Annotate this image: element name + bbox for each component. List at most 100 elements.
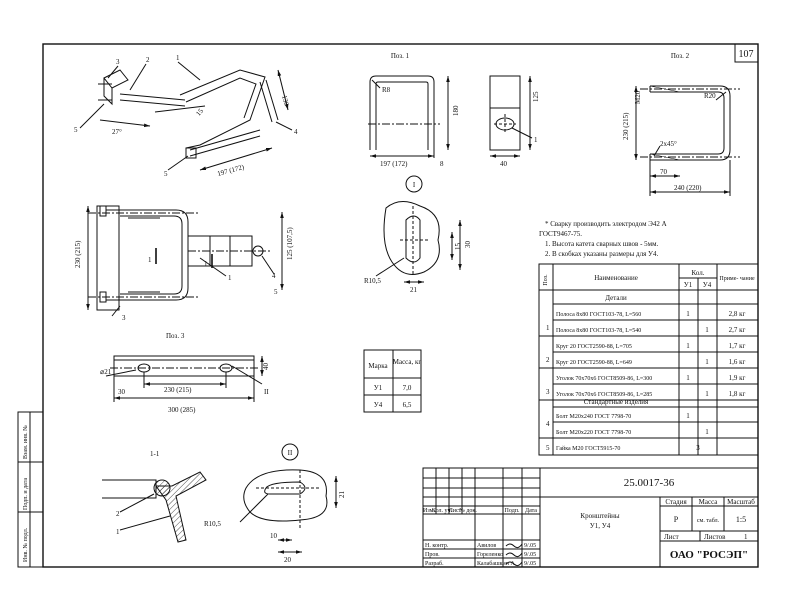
view-title-pos2: Поз. 2 <box>671 52 690 60</box>
dim-30-pos3: 30 <box>118 388 126 396</box>
dim-70: 70 <box>660 168 668 176</box>
tb-name-3: Калабашкин А. <box>477 560 517 567</box>
section-mark-1a: 1 <box>148 256 152 264</box>
spec-hdr-u4: У4 <box>703 281 712 289</box>
detail-i-view <box>375 201 462 284</box>
tb-name-1: Авилов <box>477 543 496 549</box>
callout-2-section: 2 <box>116 510 120 518</box>
dim-30: 30 <box>464 241 472 249</box>
callout-2: 2 <box>146 56 150 64</box>
spec-hdr-name: Наименование <box>594 274 638 282</box>
pos2-view <box>634 85 740 196</box>
tb-sheet-lbl: Лист <box>664 533 679 541</box>
dim-197-pos1: 197 (172) <box>380 160 408 168</box>
spec-rows: 1 Полоса 8х80 ГОСТ103-78, L=560 1 2,8 кг… <box>546 310 746 452</box>
pos1-view <box>368 75 533 158</box>
tb-sheets: 1 <box>744 533 748 541</box>
callout-1-section: 1 <box>116 528 120 536</box>
dim-230-front: 230 (215) <box>74 240 82 268</box>
view-title-pos1: Поз. 1 <box>391 52 410 60</box>
spec-row-6-note: 1,8 кг <box>729 390 746 398</box>
spec-row-4-note: 1,6 кг <box>729 358 746 366</box>
mass-hdr-massa: Масса, кг <box>393 358 422 366</box>
tb-stage: Р <box>674 515 679 524</box>
dim-8: 8 <box>440 160 444 168</box>
dim-197-iso: 197 (172) <box>216 163 245 178</box>
detail-ii-label: II <box>288 449 293 457</box>
tb-scale: 1:5 <box>736 515 746 524</box>
tb-col-kol: Кол. уч. <box>432 508 453 514</box>
spec-row-5-note: 1,9 кг <box>729 374 746 382</box>
stamp-inv-podl: Инв. № подл. <box>23 527 29 562</box>
tb-org: ОАО "РОСЭП" <box>670 549 748 561</box>
dim-angle-27: 27° <box>112 128 122 136</box>
tb-scale-hdr: Масштаб <box>727 498 755 506</box>
dim-21-det2: 21 <box>338 491 346 499</box>
spec-row-4-name: Круг 20 ГОСТ2590-88, L=649 <box>556 360 632 366</box>
tb-col-izm: Изм. <box>423 508 435 514</box>
detail-i-marker <box>405 175 423 193</box>
mass-row-u1-val: 7,0 <box>403 384 412 392</box>
dim-r105-det2: R10,5 <box>204 520 221 528</box>
mass-row-u1-name: У1 <box>374 384 383 392</box>
dim-40-pos3: 40 <box>262 363 270 371</box>
spec-row-5-name: Уголок 70х70х6 ГОСТ8509-86, L=300 <box>556 376 652 382</box>
note-line-3: 1. Высота катета сварных швов - 5мм. <box>545 240 659 248</box>
front-view <box>86 205 284 317</box>
callout-4: 4 <box>294 128 298 136</box>
tb-role-nkontr: Н. контр. <box>425 543 449 549</box>
section-mark-1b: 1 <box>204 260 208 268</box>
callout-1-pos1: 1 <box>534 136 538 144</box>
spec-row-1-u1: 1 <box>686 310 690 318</box>
dim-125: 125 <box>532 91 540 102</box>
tb-col-date: Дата <box>525 508 537 514</box>
mass-table <box>363 349 422 413</box>
spec-row-8-u4: 1 <box>705 428 709 436</box>
callout-II-pos3: II <box>264 388 269 396</box>
tb-date-1: 9/.05 <box>524 543 536 549</box>
view-title-pos3: Поз. 3 <box>166 332 185 340</box>
callout-5b: 5 <box>164 170 168 178</box>
tb-col-doc: № док. <box>459 508 477 514</box>
detail-ii-marker <box>281 443 299 461</box>
dim-230-pos3: 230 (215) <box>164 386 192 394</box>
spec-hdr-u1: У1 <box>684 281 693 289</box>
tb-name-2: Гореленко <box>477 552 503 558</box>
dim-chamfer: 2x45° <box>660 140 677 148</box>
callout-3: 3 <box>116 58 120 66</box>
sheet-number-box <box>734 43 759 63</box>
dim-240: 240 (220) <box>674 184 702 192</box>
stamp-podp-data: Подп. и дата <box>23 478 29 510</box>
spec-row-5-u1: 1 <box>686 374 690 382</box>
spec-row-7-pos: 4 <box>546 420 550 428</box>
callout-1: 1 <box>176 54 180 62</box>
callout-4-front: 4 <box>272 272 276 280</box>
tb-mass-hdr: Масса <box>699 498 719 506</box>
tb-stage-hdr: Стадия <box>665 498 687 506</box>
callout-1-front: 1 <box>228 274 232 282</box>
dim-230-pos2: 230 (215) <box>622 112 630 140</box>
dim-r20: R20 <box>704 92 716 100</box>
spec-row-6-u4: 1 <box>705 390 709 398</box>
section-1-1-view <box>102 471 207 543</box>
spec-hdr-qty: Кол. <box>692 269 705 277</box>
title-line-2: У1, У4 <box>590 522 611 530</box>
spec-table <box>538 263 759 456</box>
callout-5: 5 <box>74 126 78 134</box>
tb-role-prov: Пров. <box>425 552 440 558</box>
spec-row-7-name: Болт М20х240 ГОСТ 7798-70 <box>556 414 631 420</box>
spec-row-1-pos: 1 <box>546 324 550 332</box>
tb-date-2: 9/.05 <box>524 552 536 558</box>
dim-20: 20 <box>284 556 292 564</box>
dim-15-det1: 15 <box>454 243 462 251</box>
signature-2 <box>505 552 523 558</box>
spec-hdr-pos: Поз. <box>543 274 549 286</box>
stamp-vzam-inv: Взам. инв. № <box>23 425 29 459</box>
spec-row-8-name: Болт М20х220 ГОСТ 7798-70 <box>556 430 631 436</box>
dim-r8: R8 <box>382 86 391 94</box>
note-line-1: * Сварку производить электродом Э42 А <box>545 220 667 228</box>
tb-sheets-lbl: Листов <box>704 533 726 541</box>
spec-row-3-note: 1,7 кг <box>729 342 746 350</box>
dim-130: 130 <box>280 94 291 107</box>
